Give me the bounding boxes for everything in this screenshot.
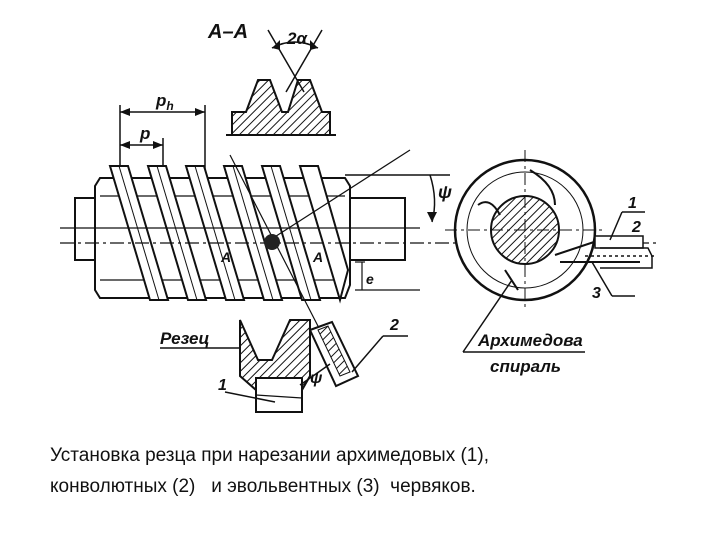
worm-cutter-setup-diagram: A–A 2α ph p <box>60 21 660 413</box>
section-label: A–A <box>207 21 248 43</box>
cutter-leaders <box>160 335 408 403</box>
end-view-3-label: 3 <box>592 285 601 302</box>
psi-bottom-label: ψ <box>310 370 323 387</box>
archimedean-spiral-label-line1: Архимедова <box>477 331 583 350</box>
psi-arrowhead <box>427 212 437 222</box>
cutter-contact-point <box>264 234 280 250</box>
section-a-a-profile <box>226 29 336 136</box>
caption-line-2: конволютных (2) и эвольвентных (3) червя… <box>50 476 476 497</box>
pitch-arrowheads <box>120 108 205 149</box>
end-view-leaders <box>462 211 645 353</box>
worm-end-view <box>445 150 605 310</box>
pitch-p-label: p <box>139 124 150 143</box>
pitch-dimensions <box>119 105 206 170</box>
thread-inner-lines <box>118 165 312 301</box>
cutter-2-label: 2 <box>389 317 399 334</box>
caption-line-1: Установка резца при нарезании архимедовы… <box>50 445 489 466</box>
lead-ph-label: ph <box>155 91 174 113</box>
end-view-2-label: 2 <box>631 219 641 236</box>
end-view-tools <box>585 235 655 269</box>
cutter-1-label: 1 <box>218 377 227 394</box>
offset-e-label: e <box>366 271 374 287</box>
section-mark-a-right: A <box>312 249 323 265</box>
angle-2alpha-label: 2α <box>286 29 308 48</box>
section-mark-a-left: A <box>220 249 231 265</box>
archimedean-spiral-label-line2: спираль <box>490 357 561 376</box>
end-view-1-label: 1 <box>628 195 637 212</box>
figure-caption: Установка резца при нарезании архимедовы… <box>50 440 690 502</box>
psi-top-label: ψ <box>438 182 452 202</box>
cutter-tool-2 <box>308 320 360 388</box>
cutter-tool-1 <box>239 319 311 413</box>
archimedean-spiral <box>477 169 640 291</box>
cutter-label: Резец <box>160 329 209 348</box>
